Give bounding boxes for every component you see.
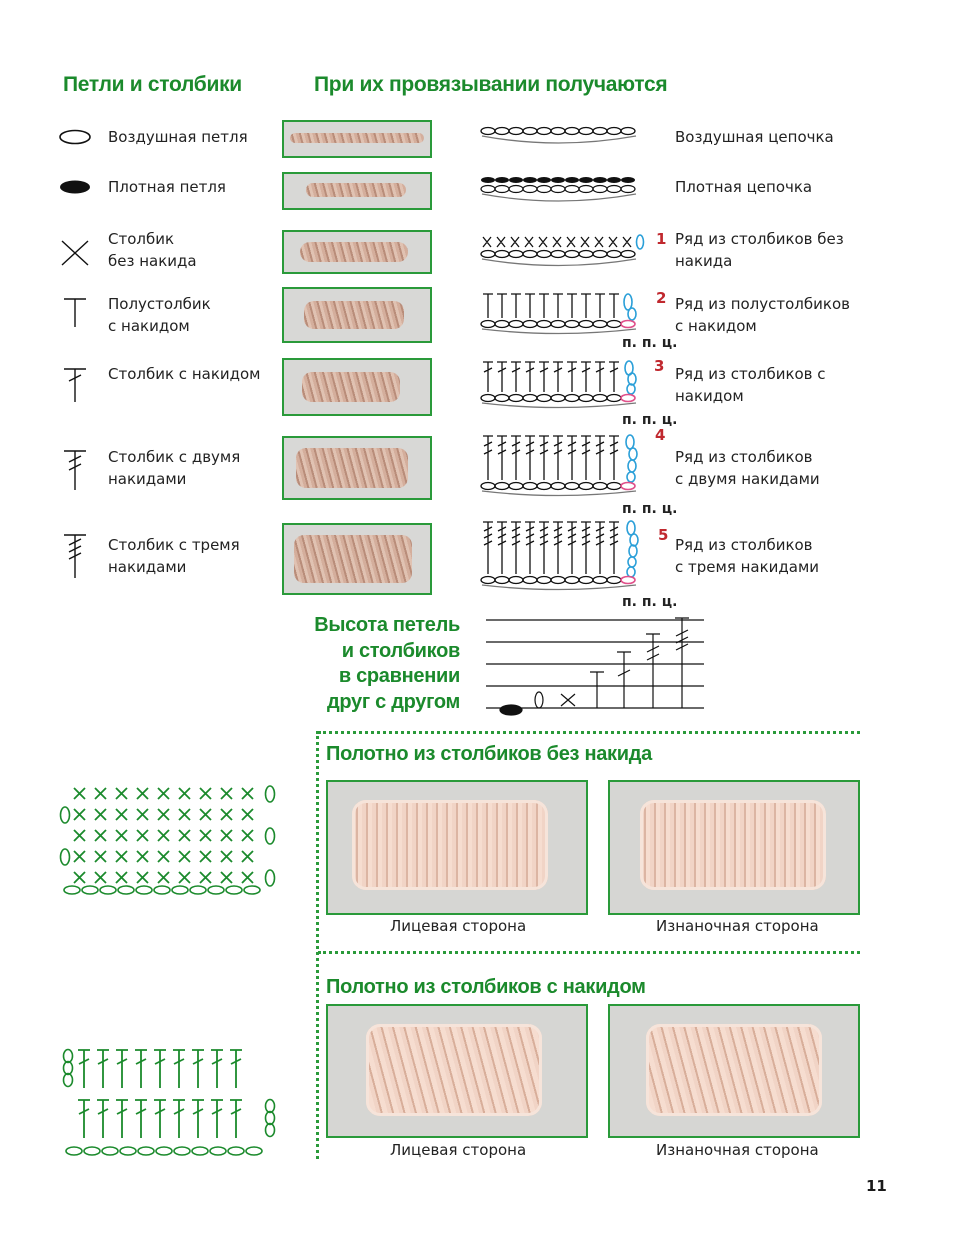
stitch-label: Полустолбик с накидом (108, 295, 211, 335)
row-number: 1 (656, 230, 667, 248)
page-number: 11 (866, 1177, 887, 1195)
swatch-photo (282, 523, 432, 595)
half-double-crochet-row-diagram (480, 293, 637, 335)
result-label: Ряд из столбиков без накида (675, 230, 844, 270)
chain-row-diagram (480, 126, 637, 144)
turning-chain-note: п. п. ц. (622, 594, 678, 610)
stitch-label: Столбик без накида (108, 230, 197, 270)
result-label: Ряд из столбиков с накидом (675, 365, 826, 405)
stitch-label: Плотная петля (108, 178, 226, 196)
sc-fabric-front-photo (326, 780, 588, 915)
row-number: 3 (654, 357, 665, 375)
swatch-photo (282, 287, 432, 343)
dc-fabric-title: Полотно из столбиков с накидом (326, 976, 646, 998)
result-label: Ряд из полустолбиков с накидом (675, 295, 850, 335)
result-label: Плотная цепочка (675, 178, 813, 196)
turning-chain-note: п. п. ц. (622, 501, 678, 517)
stitch-label: Воздушная петля (108, 128, 248, 146)
dc-fabric-back-photo (608, 1004, 860, 1138)
section-divider (318, 951, 860, 954)
swatch-photo (282, 172, 432, 210)
caption-front: Лицевая сторона (390, 1141, 527, 1159)
slip-stitch-symbol-icon (60, 180, 90, 194)
swatch-photo (282, 120, 432, 158)
section-divider (318, 731, 860, 734)
double-crochet-fabric-chart (62, 1048, 276, 1156)
result-label: Ряд из столбиков с двумя накидами (675, 448, 820, 488)
dc-fabric-front-photo (326, 1004, 588, 1138)
result-label: Воздушная цепочка (675, 128, 834, 146)
double-treble-row-diagram (480, 520, 639, 591)
swatch-photo (282, 436, 432, 500)
single-crochet-symbol-icon (61, 240, 89, 266)
sc-fabric-title: Полотно из столбиков без накида (326, 743, 652, 765)
height-comparison-title: Высота петель и столбиков в сравнении др… (314, 614, 460, 713)
single-crochet-row-diagram (480, 234, 645, 267)
stitch-label: Столбик с двумя накидами (108, 448, 241, 488)
sc-fabric-back-photo (608, 780, 860, 915)
result-label: Ряд из столбиков с тремя накидами (675, 536, 820, 576)
section-title-result: При их провязывании получаются (314, 73, 668, 96)
swatch-photo (282, 230, 432, 274)
treble-crochet-row-diagram (480, 434, 638, 497)
caption-front: Лицевая сторона (390, 917, 527, 935)
slip-row-diagram (480, 177, 637, 202)
swatch-photo (282, 358, 432, 416)
row-number: 2 (656, 289, 667, 307)
turning-chain-note: п. п. ц. (622, 335, 678, 351)
chain-symbol-icon (59, 129, 91, 145)
single-crochet-fabric-chart (59, 785, 276, 895)
caption-back: Изнаночная сторона (656, 917, 819, 935)
row-number: 4 (655, 426, 666, 444)
double-crochet-symbol-icon (64, 368, 86, 402)
row-number: 5 (658, 526, 669, 544)
turning-chain-note: п. п. ц. (622, 412, 678, 428)
section-divider (316, 731, 319, 1159)
double-treble-symbol-icon (64, 534, 86, 578)
stitch-label: Столбик с тремя накидами (108, 536, 240, 576)
treble-crochet-symbol-icon (64, 450, 86, 490)
stitch-label: Столбик с накидом (108, 365, 261, 383)
double-crochet-row-diagram (480, 360, 637, 409)
section-title-loops: Петли и столбики (63, 73, 242, 96)
caption-back: Изнаночная сторона (656, 1141, 819, 1159)
half-double-crochet-symbol-icon (64, 298, 86, 327)
height-comparison-diagram (486, 617, 704, 716)
